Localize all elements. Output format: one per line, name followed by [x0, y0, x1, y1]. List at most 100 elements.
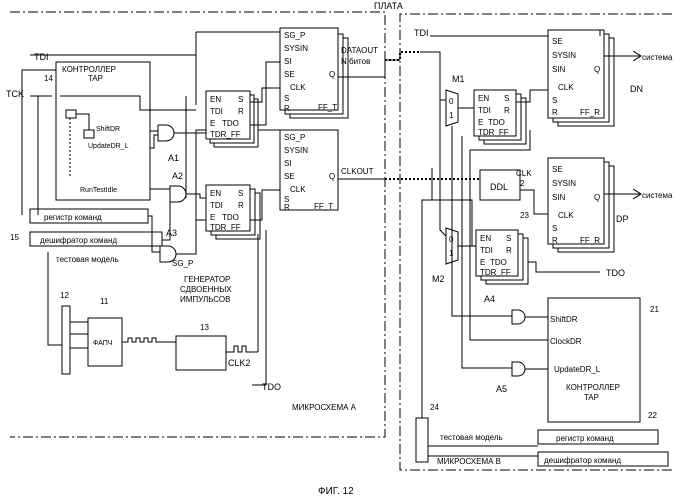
svg-text:SE: SE: [284, 172, 295, 181]
mux-m2-label: M2: [432, 274, 445, 284]
svg-text:Q: Q: [329, 172, 335, 181]
chip-b-ref-21: 21: [650, 305, 659, 314]
svg-text:FF_T: FF_T: [314, 202, 333, 211]
svg-text:CLK: CLK: [558, 211, 574, 220]
svg-text:SYSIN: SYSIN: [552, 51, 576, 60]
svg-text:TDI: TDI: [210, 201, 223, 210]
svg-text:TDO: TDO: [488, 118, 505, 127]
svg-text:SYSIN: SYSIN: [284, 146, 308, 155]
and-gate-a4: [512, 310, 525, 324]
tap-a-state-2: [84, 130, 94, 138]
gate-a4-label: A4: [484, 294, 495, 304]
clk2-label: CLK2: [228, 358, 251, 368]
tap-a-runtestidle: RunTestIdle: [80, 187, 117, 194]
svg-text:SG_P: SG_P: [284, 31, 305, 40]
chip-a-label: МИКРОСХЕМА А: [292, 403, 357, 412]
svg-text:SI: SI: [284, 57, 292, 66]
gate-a3-label: A3: [166, 228, 177, 238]
sg-p-wire-label: SG_P: [172, 259, 193, 268]
svg-text:R: R: [552, 108, 558, 117]
tap-b-title-1: КОНТРОЛЛЕР: [566, 383, 620, 392]
svg-text:SIN: SIN: [552, 193, 566, 202]
chip-a-tck-label: TCK: [6, 89, 24, 99]
svg-text:SYSIN: SYSIN: [552, 179, 576, 188]
svg-text:TDR_FF: TDR_FF: [210, 130, 241, 139]
gate-a5-label: A5: [496, 384, 507, 394]
ddl-label: DDL: [490, 182, 508, 192]
chip-a-tdi-label: TDI: [34, 52, 49, 62]
instruction-decoder-a-label: дешифратор команд: [40, 236, 117, 245]
tap-a-title-1: КОНТРОЛЛЕР: [62, 65, 116, 74]
svg-text:TDR_FF: TDR_FF: [210, 223, 241, 232]
svg-text:TDO: TDO: [490, 258, 507, 267]
mux-m1: [446, 90, 458, 126]
chip-a-ref-14: 14: [44, 74, 53, 83]
ddl-clk-label: CLK: [516, 169, 532, 178]
svg-text:SG_P: SG_P: [284, 133, 305, 142]
svg-text:TDO: TDO: [222, 213, 239, 222]
mux-12: [62, 306, 70, 374]
svg-text:S: S: [238, 189, 243, 198]
system-output-2: система: [642, 191, 673, 200]
svg-text:Q: Q: [594, 65, 600, 74]
svg-text:SI: SI: [284, 159, 292, 168]
test-model-a-label: тестовая модель: [56, 255, 119, 264]
svg-text:0: 0: [449, 97, 454, 106]
pll-label: ФАПЧ: [93, 340, 113, 347]
instruction-register-a-label: регистр команд: [44, 213, 102, 222]
tap-b-clockdr: ClockDR: [550, 337, 582, 346]
svg-text:Q: Q: [594, 193, 600, 202]
svg-text:TDR_FF: TDR_FF: [478, 128, 509, 137]
board-label: ПЛАТА: [374, 1, 403, 11]
tap-a-state-1: [66, 110, 76, 118]
svg-text:R: R: [552, 236, 558, 245]
svg-text:R: R: [284, 104, 290, 113]
svg-text:E: E: [480, 258, 485, 267]
and-gate-a2: [170, 186, 186, 202]
svg-text:S: S: [506, 234, 511, 243]
chip-a-tdo-label: TDO: [262, 382, 281, 392]
svg-text:CLK: CLK: [290, 185, 306, 194]
tap-a-shiftdr: ShiftDR: [96, 126, 120, 133]
chip-b-label: МИКРОСХЕМА В: [437, 457, 501, 466]
svg-text:S: S: [238, 95, 243, 104]
svg-text:R: R: [238, 201, 244, 210]
svg-text:FF_T: FF_T: [318, 103, 337, 112]
n-bits-label: N битов: [341, 57, 370, 66]
chip-b-tdo-label: TDO: [606, 268, 625, 278]
svg-text:TDO: TDO: [222, 119, 239, 128]
dp-label: DP: [616, 214, 629, 224]
chip-a-ref-11: 11: [100, 297, 109, 306]
svg-text:E: E: [210, 213, 215, 222]
figure-caption: ФИГ. 12: [318, 486, 354, 497]
svg-text:SYSIN: SYSIN: [284, 44, 308, 53]
gate-a1-label: A1: [168, 153, 179, 163]
svg-text:TDI: TDI: [210, 107, 223, 116]
ddl-clk2-label: 2: [520, 179, 525, 188]
svg-text:S: S: [284, 94, 289, 103]
svg-text:S: S: [504, 94, 509, 103]
tap-a-updatedr: UpdateDR_L: [88, 143, 129, 150]
svg-text:TDI: TDI: [480, 246, 493, 255]
generator-label-2: СДВОЕННЫХ: [180, 285, 232, 294]
svg-text:SIN: SIN: [552, 65, 566, 74]
chip-b-tdi-label: TDI: [414, 28, 429, 38]
svg-text:TDR_FF: TDR_FF: [480, 268, 511, 277]
chip-a-ref-12: 12: [60, 291, 69, 300]
double-pulse-generator: [176, 336, 226, 370]
svg-text:SE: SE: [552, 165, 563, 174]
svg-text:EN: EN: [480, 234, 491, 243]
clkout-label: CLKOUT: [341, 167, 374, 176]
svg-text:CLK: CLK: [558, 83, 574, 92]
svg-text:R: R: [506, 246, 512, 255]
svg-text:SE: SE: [552, 37, 563, 46]
instruction-decoder-b-label: дешифратор команд: [544, 456, 621, 465]
chip-b-ref-22: 22: [648, 411, 657, 420]
chip-a-ref-13: 13: [200, 323, 209, 332]
svg-text:1: 1: [449, 111, 454, 120]
tap-b-title-2: TAP: [584, 393, 599, 402]
svg-text:SE: SE: [284, 70, 295, 79]
svg-text:S: S: [552, 96, 557, 105]
dn-label: DN: [630, 84, 643, 94]
